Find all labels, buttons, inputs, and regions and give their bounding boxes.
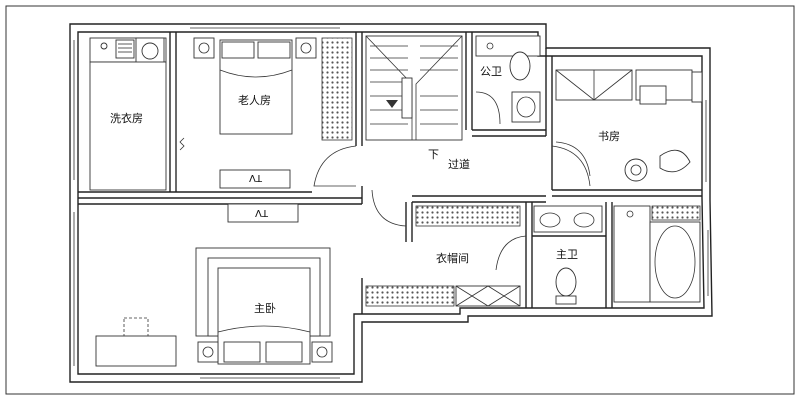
public-bath-fixtures [475, 35, 541, 125]
study-fixtures [555, 69, 703, 182]
master-bath-label: 主卫 [556, 248, 578, 261]
study-label: 书房 [598, 130, 620, 143]
elder-room-label: 老人房 [238, 94, 271, 107]
public-bath-label: 公卫 [480, 65, 502, 78]
staircase [365, 35, 463, 141]
tv-label-lower: TV [255, 207, 269, 218]
laundry-label: 洗衣房 [110, 111, 143, 125]
laundry-fixtures [89, 37, 167, 191]
drawing-frame [5, 5, 795, 395]
doors [313, 145, 591, 271]
master-bedroom-label: 主卧 [254, 302, 276, 315]
master-bedroom-fixtures [95, 203, 333, 367]
stair-down-label: 下 [428, 148, 439, 161]
cloakroom-fixtures [365, 205, 521, 307]
elder-room-fixtures [175, 37, 353, 190]
hallway-label: 过道 [448, 157, 470, 171]
windows [73, 27, 709, 379]
cloakroom-label: 衣帽间 [436, 251, 469, 265]
tv-label-upper: TV [249, 172, 263, 183]
master-bath-fixtures [533, 205, 701, 305]
